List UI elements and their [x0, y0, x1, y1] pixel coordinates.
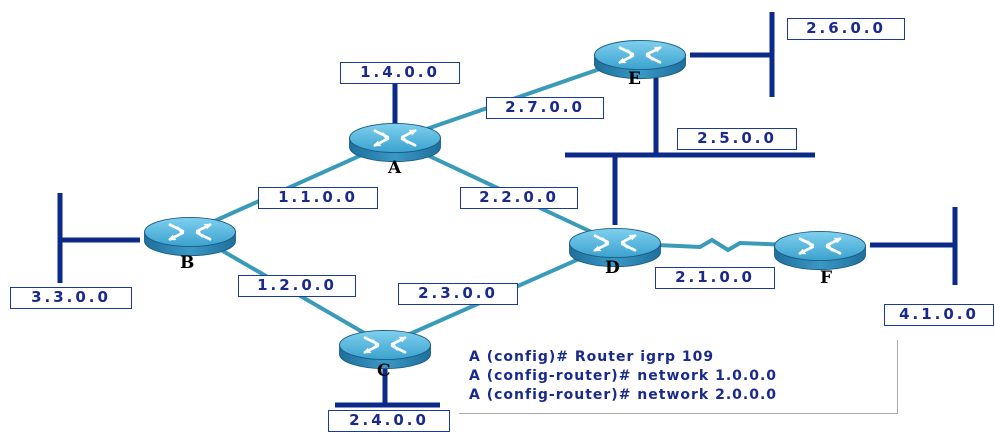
network-label-2-7: 2.7.0.0 [486, 97, 604, 119]
network-label-2-2: 2.2.0.0 [460, 187, 578, 209]
router-f-label: F [820, 268, 832, 288]
link-d-f-serial [614, 237, 821, 253]
config-commands-box: A (config)# Router igrp 109 A (config-ro… [459, 340, 898, 414]
network-label-1-2: 1.2.0.0 [238, 275, 356, 297]
router-e-label: E [628, 69, 641, 89]
router-c-label: C [377, 361, 391, 381]
network-label-4-1: 4.1.0.0 [884, 304, 994, 326]
router-a [348, 122, 442, 164]
router-a-label: A [387, 158, 402, 178]
network-label-2-4: 2.4.0.0 [328, 410, 450, 432]
network-label-2-1: 2.1.0.0 [655, 267, 775, 289]
network-label-3-3: 3.3.0.0 [10, 287, 132, 309]
config-line-1: A (config)# Router igrp 109 [469, 349, 715, 365]
network-label-1-4: 1.4.0.0 [340, 62, 460, 84]
router-d-label: D [605, 258, 620, 278]
network-label-1-1: 1.1.0.0 [258, 187, 378, 209]
router-b-label: B [180, 253, 194, 273]
router-b [143, 216, 237, 258]
router-f [773, 230, 867, 272]
config-line-2: A (config-router)# network 1.0.0.0 [469, 368, 778, 384]
network-label-2-3: 2.3.0.0 [398, 283, 518, 305]
network-label-2-6: 2.6.0.0 [787, 18, 905, 40]
network-label-2-5: 2.5.0.0 [677, 128, 797, 150]
config-line-3: A (config-router)# network 2.0.0.0 [469, 387, 778, 403]
